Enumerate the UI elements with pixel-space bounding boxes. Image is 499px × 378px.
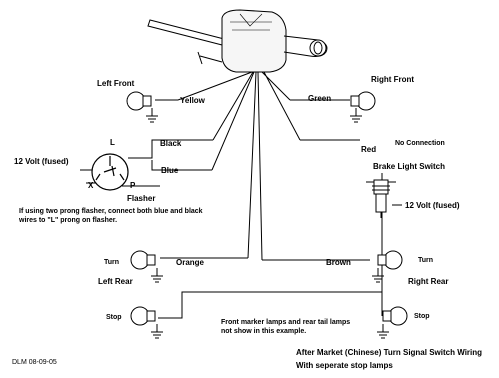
ground-left-front	[146, 108, 158, 123]
label-stop-left: Stop	[106, 314, 122, 321]
bulb-left-stop	[130, 306, 156, 326]
label-turn-right: Turn	[418, 257, 434, 264]
red-no-connection: No Connection	[395, 140, 445, 147]
flasher-pin-x: X	[88, 181, 94, 190]
credit: DLM 08-09-05	[12, 359, 57, 366]
bulb-left-front	[126, 91, 152, 111]
flasher-pin-p: P	[130, 181, 136, 190]
wire-brown: Brown	[326, 258, 351, 267]
marker-lamp-note: Front marker lamps and rear tail lamps n…	[221, 319, 351, 335]
bulb-right-turn	[377, 250, 403, 270]
diagram-title: After Market (Chinese) Turn Signal Switc…	[296, 348, 483, 357]
label-right-rear: Right Rear	[408, 277, 449, 286]
label-right-front: Right Front	[371, 75, 415, 84]
brake-switch-supply: 12 Volt (fused)	[405, 201, 460, 210]
bulb-right-stop	[382, 306, 408, 326]
label-left-front: Left Front	[97, 79, 135, 88]
flasher-note: If using two prong flasher, connect both…	[19, 208, 203, 224]
brake-switch-label: Brake Light Switch	[373, 162, 446, 171]
wire-green: Green	[308, 94, 332, 103]
bulb-right-front	[350, 91, 376, 111]
ground-right-front	[350, 108, 362, 123]
ground-left-turn	[151, 268, 163, 283]
label-turn-left: Turn	[104, 259, 120, 266]
flasher-pin-l: L	[110, 138, 115, 147]
flasher-supply: 12 Volt (fused)	[14, 157, 69, 166]
flasher-symbol	[91, 153, 129, 191]
flasher-label: Flasher	[127, 194, 156, 203]
label-stop-right: Stop	[414, 313, 430, 320]
wire-black: Black	[160, 139, 182, 148]
label-left-rear: Left Rear	[98, 277, 133, 286]
ground-right-stop	[377, 324, 389, 339]
wire-yellow: Yellow	[180, 96, 205, 105]
brake-switch-symbol	[366, 179, 396, 218]
diagram-subtitle: With seperate stop lamps	[296, 361, 393, 370]
switch-lever	[147, 19, 229, 47]
wire-blue: Blue	[161, 166, 179, 175]
bulb-left-turn	[130, 250, 156, 270]
wire-orange: Orange	[176, 258, 205, 267]
ground-left-stop	[151, 324, 163, 339]
switch-body	[221, 9, 287, 73]
wire-red: Red	[361, 145, 377, 154]
ground-right-turn	[372, 268, 384, 283]
